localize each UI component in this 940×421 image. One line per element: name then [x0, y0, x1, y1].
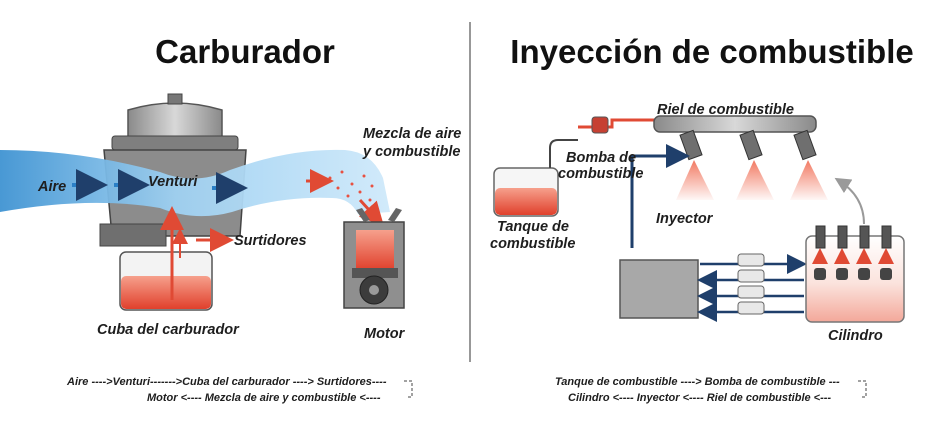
connector-3 — [737, 285, 765, 299]
injection-illustration — [493, 115, 905, 323]
fuel-tank-fuel — [495, 188, 557, 215]
carburetor-lower-body — [99, 223, 167, 247]
engine-valve-right — [388, 208, 402, 222]
cylinder-injectors — [815, 225, 892, 249]
label-tank-1: Tanque de — [497, 219, 569, 235]
label-engine: Motor — [364, 326, 406, 342]
label-float-bowl: Cuba del carburador — [97, 322, 240, 338]
injection-title: Inyección de combustible — [510, 33, 913, 70]
float-bowl-fuel — [121, 276, 211, 309]
carburetor-flow-line-2: Motor <---- Mezcla de aire y combustible… — [147, 392, 381, 404]
engine-combustion-chamber — [356, 230, 394, 270]
mixture-arrow-down — [358, 198, 385, 227]
injection-flow-line-1: Tanque de combustible ----> Bomba de com… — [555, 376, 840, 388]
label-pump-2: combustible — [558, 166, 643, 182]
connector-4 — [737, 301, 765, 315]
label-jets: Surtidores — [234, 233, 307, 249]
label-mixture-1: Mezcla de aire — [363, 126, 461, 142]
tank-feed-line — [549, 139, 578, 168]
label-cylinder: Cilindro — [828, 328, 883, 344]
injector-3 — [790, 129, 828, 200]
fuel-pump — [591, 116, 609, 134]
fuel-rail — [653, 115, 817, 133]
injection-flow-connector — [858, 380, 867, 398]
cylinder-ports — [814, 268, 892, 280]
engine-valve-left — [356, 208, 370, 222]
injector-supply-line — [630, 144, 690, 248]
carburetor-flow-connector — [404, 380, 413, 398]
carburetor-illustration — [0, 93, 405, 311]
injector-2 — [736, 129, 774, 200]
engine-piston — [352, 268, 398, 278]
carburetor-flow-line-1: Aire ---->Venturi------->Cuba del carbur… — [66, 376, 387, 388]
carburetor-title: Carburador — [155, 33, 335, 70]
air-filter-base — [111, 135, 239, 151]
label-rail: Riel de combustible — [657, 102, 794, 118]
cylinder-fuel-arrows — [812, 248, 894, 264]
label-tank-2: combustible — [490, 236, 575, 252]
label-injector: Inyector — [656, 211, 714, 227]
air-filter-nut — [167, 93, 183, 105]
control-unit — [619, 259, 699, 319]
connector-2 — [737, 269, 765, 283]
air-filter-housing — [127, 102, 223, 141]
label-pump-1: Bomba de — [566, 150, 636, 166]
injection-flow-line-2: Cilindro <---- Inyector <---- Riel de co… — [568, 392, 831, 404]
connector-1 — [737, 253, 765, 267]
label-mixture-2: y combustible — [362, 144, 461, 160]
label-air: Aire — [37, 179, 66, 195]
label-venturi: Venturi — [148, 174, 198, 190]
return-arrow — [834, 177, 865, 225]
pump-line — [578, 118, 660, 129]
injector-1 — [676, 129, 714, 200]
engine-crank-center — [369, 285, 379, 295]
